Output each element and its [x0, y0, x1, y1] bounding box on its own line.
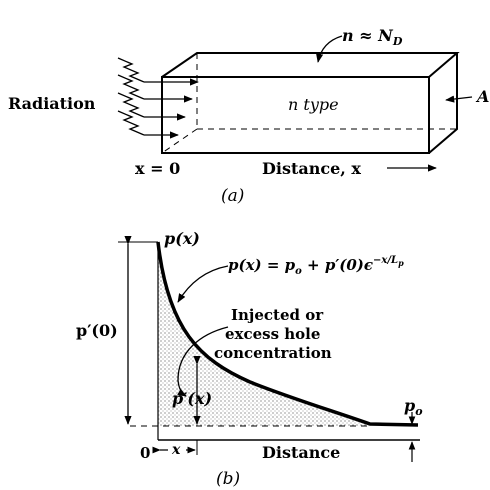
- semiconductor-bar-side-face: [428, 53, 458, 154]
- excess-hole-shaded-region: [158, 242, 370, 426]
- distance-axis-label: Distance, x: [262, 159, 361, 178]
- caption-b: (b): [216, 469, 240, 489]
- x-marker-label-bg: [168, 441, 186, 456]
- injected-label-line1: Injected or: [231, 306, 324, 324]
- p-prime-zero-label: p′(0): [76, 321, 118, 340]
- radiation-ray: [117, 74, 192, 99]
- donor-density-pointer: [316, 35, 343, 63]
- peak-px-label: p(x): [164, 229, 200, 248]
- figure-b: p′(0) p(x) p(x) = po + p′(0)ϵ−x/Lp Injec…: [76, 229, 423, 489]
- donor-density-label: n ≈ ND: [342, 26, 403, 48]
- origin-x-zero-label: x = 0: [135, 159, 180, 178]
- origin-zero-label: 0: [140, 444, 150, 462]
- caption-a: (a): [221, 186, 244, 206]
- radiation-rays: [117, 57, 198, 135]
- equation-pointer: [177, 265, 229, 303]
- figure-a: Radiation n ≈ ND n type A x = 0 Distance…: [8, 26, 489, 206]
- cross-section-pointer: [445, 95, 473, 103]
- hole-concentration-curve: [156, 241, 419, 427]
- n-type-label: n type: [288, 95, 339, 114]
- radiation-ray: [117, 92, 185, 117]
- radiation-ray: [117, 57, 198, 82]
- injected-pointer: [177, 326, 229, 397]
- p-prime-x-label: p′(x): [172, 389, 212, 408]
- radiation-ray: [117, 110, 178, 135]
- semiconductor-bar-front-face: [161, 76, 430, 154]
- semiconductor-bar-top-face: [161, 52, 460, 78]
- injected-label-line2: excess hole: [225, 325, 320, 343]
- distance-axis-label-b: Distance: [262, 443, 340, 462]
- cross-section-label: A: [475, 87, 489, 106]
- x-marker-label: x: [171, 442, 181, 458]
- injected-label-line3: concentration: [214, 344, 332, 362]
- radiation-label: Radiation: [8, 94, 96, 113]
- decay-equation: p(x) = po + p′(0)ϵ−x/Lp: [228, 255, 404, 277]
- equilibrium-po-label: po: [404, 396, 423, 418]
